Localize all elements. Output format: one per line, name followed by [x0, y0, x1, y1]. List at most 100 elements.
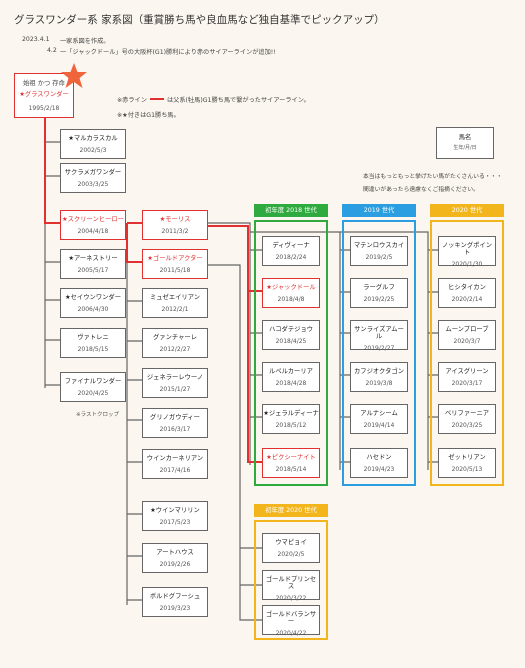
gen2020-horse-box: ムーンプローブ 2020/3/7	[438, 320, 496, 350]
horse-name: ヴァトレニ	[77, 334, 109, 341]
horse-birthdate: 2019/2/27	[363, 345, 395, 353]
gold-group-horse-box: ウマピョイ 2020/2/5	[262, 533, 320, 563]
horse-birthdate: 2018/2/24	[275, 254, 307, 262]
horse-birthdate: 2020/3/7	[453, 338, 481, 346]
legend-star-note: ※★付きはG1勝ち馬。	[117, 112, 180, 119]
group-2019-frame	[342, 220, 416, 486]
gen3-horse-box: グリノガウディー 2016/3/17	[142, 408, 208, 438]
horse-name: ★セイウンワンダー	[64, 294, 122, 301]
horse-name: ★アーネストリー	[68, 255, 118, 262]
horse-name: ゴールドバランサー	[265, 611, 317, 626]
gen2018-horse-box: ルペルカーリア 2018/4/28	[262, 362, 320, 392]
gen2019-horse-box: アルナシーム 2019/4/14	[350, 404, 408, 434]
horse-name: ★ウインマリリン	[150, 507, 200, 514]
horse-birthdate: 2012/2/27	[159, 346, 191, 354]
horse-name: ウマピョイ	[275, 539, 307, 546]
horse-name: マテンロウスカイ	[353, 242, 405, 249]
horse-birthdate: 2019/3/8	[365, 380, 393, 388]
horse-name: サンライズアムール	[354, 326, 404, 341]
horse-birthdate: 2019/3/23	[159, 605, 191, 613]
gen2020-horse-box: ヒシタイカン 2020/2/14	[438, 278, 496, 308]
horse-name: ボルドグフーシュ	[149, 593, 201, 600]
horse-name: ★ジェラルディーナ	[263, 410, 319, 417]
group-2019-header: 2019 世代	[342, 204, 416, 217]
root-date: 1995/2/18	[28, 105, 60, 113]
horse-name: カフジオクタゴン	[354, 368, 404, 375]
gen2018-horse-box: ★ジェラルディーナ 2018/5/12	[262, 404, 320, 434]
last-crop-note: ※ラストクロップ	[76, 412, 119, 418]
horse-birthdate: 2016/3/17	[159, 426, 191, 434]
update-date-2: 4.2	[47, 47, 57, 54]
horse-name: ヒシタイカン	[448, 284, 486, 291]
horse-name: ノッキングポイント	[441, 242, 493, 257]
horse-birthdate: 2003/3/25	[77, 181, 109, 189]
horse-birthdate: 2019/4/14	[363, 422, 395, 430]
horse-name: ハセドン	[366, 454, 392, 461]
gen2020-horse-box: ノッキングポイント 2020/1/30	[438, 236, 496, 269]
root-label: 始祖 かつ 存命	[23, 80, 65, 87]
gen2019-horse-box: ラーグルフ 2019/2/25	[350, 278, 408, 308]
horse-birthdate: 2015/1/27	[159, 386, 191, 394]
update-text-2: 一「ジャックドール」号の大阪杯(G1)勝利により赤のサイアーラインが追加!!	[60, 49, 276, 56]
horse-name: ファイナルワンダー	[64, 378, 122, 385]
gen2019-horse-box: カフジオクタゴン 2019/3/8	[350, 362, 408, 392]
horse-birthdate: 2019/2/25	[363, 296, 395, 304]
root-horse-box: 始祖 かつ 存命 ★グラスワンダー 1995/2/18	[14, 73, 74, 118]
horse-name: グリノガウディー	[150, 414, 200, 421]
update-text-1: 一家系図を作成。	[60, 38, 110, 45]
gen2019-horse-box: サンライズアムール 2019/2/27	[350, 320, 408, 353]
horse-name: アルナシーム	[360, 410, 398, 417]
group-2020-header: 2020 世代	[430, 204, 504, 217]
horse-birthdate: 2011/3/2	[161, 228, 189, 236]
horse-name: ★マルカラスカル	[68, 135, 118, 142]
horse-birthdate: 2020/3/25	[451, 422, 483, 430]
horse-birthdate: 2018/4/28	[275, 380, 307, 388]
horse-birthdate: 2006/4/30	[77, 306, 109, 314]
update-date-1: 2023.4.1	[22, 36, 50, 43]
key-title: 馬名	[458, 134, 472, 141]
horse-name: ルペルカーリア	[269, 368, 313, 375]
horse-name: ★ジャックドール	[266, 284, 316, 291]
horse-birthdate: 2019/4/23	[363, 466, 395, 474]
horse-birthdate: 2017/4/16	[159, 467, 191, 475]
help-text-2: 間違いがあったら遠慮なくご指摘ください。	[363, 187, 479, 193]
horse-birthdate: 2018/5/12	[275, 422, 307, 430]
horse-birthdate: 2020/3/17	[451, 380, 483, 388]
horse-birthdate: 2020/2/5	[277, 551, 305, 559]
horse-name: アートハウス	[156, 549, 194, 556]
horse-name: ★スクリーンヒーロー	[61, 216, 124, 223]
horse-birthdate: 2012/2/1	[161, 306, 189, 314]
horse-birthdate: 2020/2/14	[451, 296, 483, 304]
group-2020-frame	[430, 220, 504, 486]
key-sub: 生年/月/日	[453, 145, 477, 152]
horse-birthdate: 2018/4/25	[275, 338, 307, 346]
legend-key-box: 馬名 生年/月/日	[436, 127, 494, 159]
gen2-horse-box: ★アーネストリー 2005/5/17	[60, 249, 126, 279]
horse-name: アイスグリーン	[445, 368, 489, 375]
legend-red-line-sample	[150, 98, 164, 100]
horse-birthdate: 2011/5/18	[159, 267, 191, 275]
gen2019-horse-box: ハセドン 2019/4/23	[350, 448, 408, 478]
page-title: グラスワンダー系 家系図（重賞勝ち馬や良血馬など独自基準でピックアップ）	[14, 14, 385, 26]
help-text-1: 本当はもっともっと挙げたい馬がたくさんいる・・・	[363, 174, 503, 180]
root-name: ★グラスワンダー	[19, 91, 69, 99]
legend-red-line-text: は父系(牡馬)G1勝ち馬で繋がったサイアーライン。	[167, 97, 310, 104]
horse-name: ムーンプローブ	[445, 326, 489, 333]
star-icon	[61, 63, 87, 88]
horse-birthdate: 2005/5/17	[77, 267, 109, 275]
horse-name: ミュゼエイリアン	[149, 294, 201, 301]
group-2018-frame	[254, 220, 328, 486]
horse-birthdate: 2020/1/30	[451, 261, 483, 269]
horse-name: ラーグルフ	[363, 284, 395, 291]
